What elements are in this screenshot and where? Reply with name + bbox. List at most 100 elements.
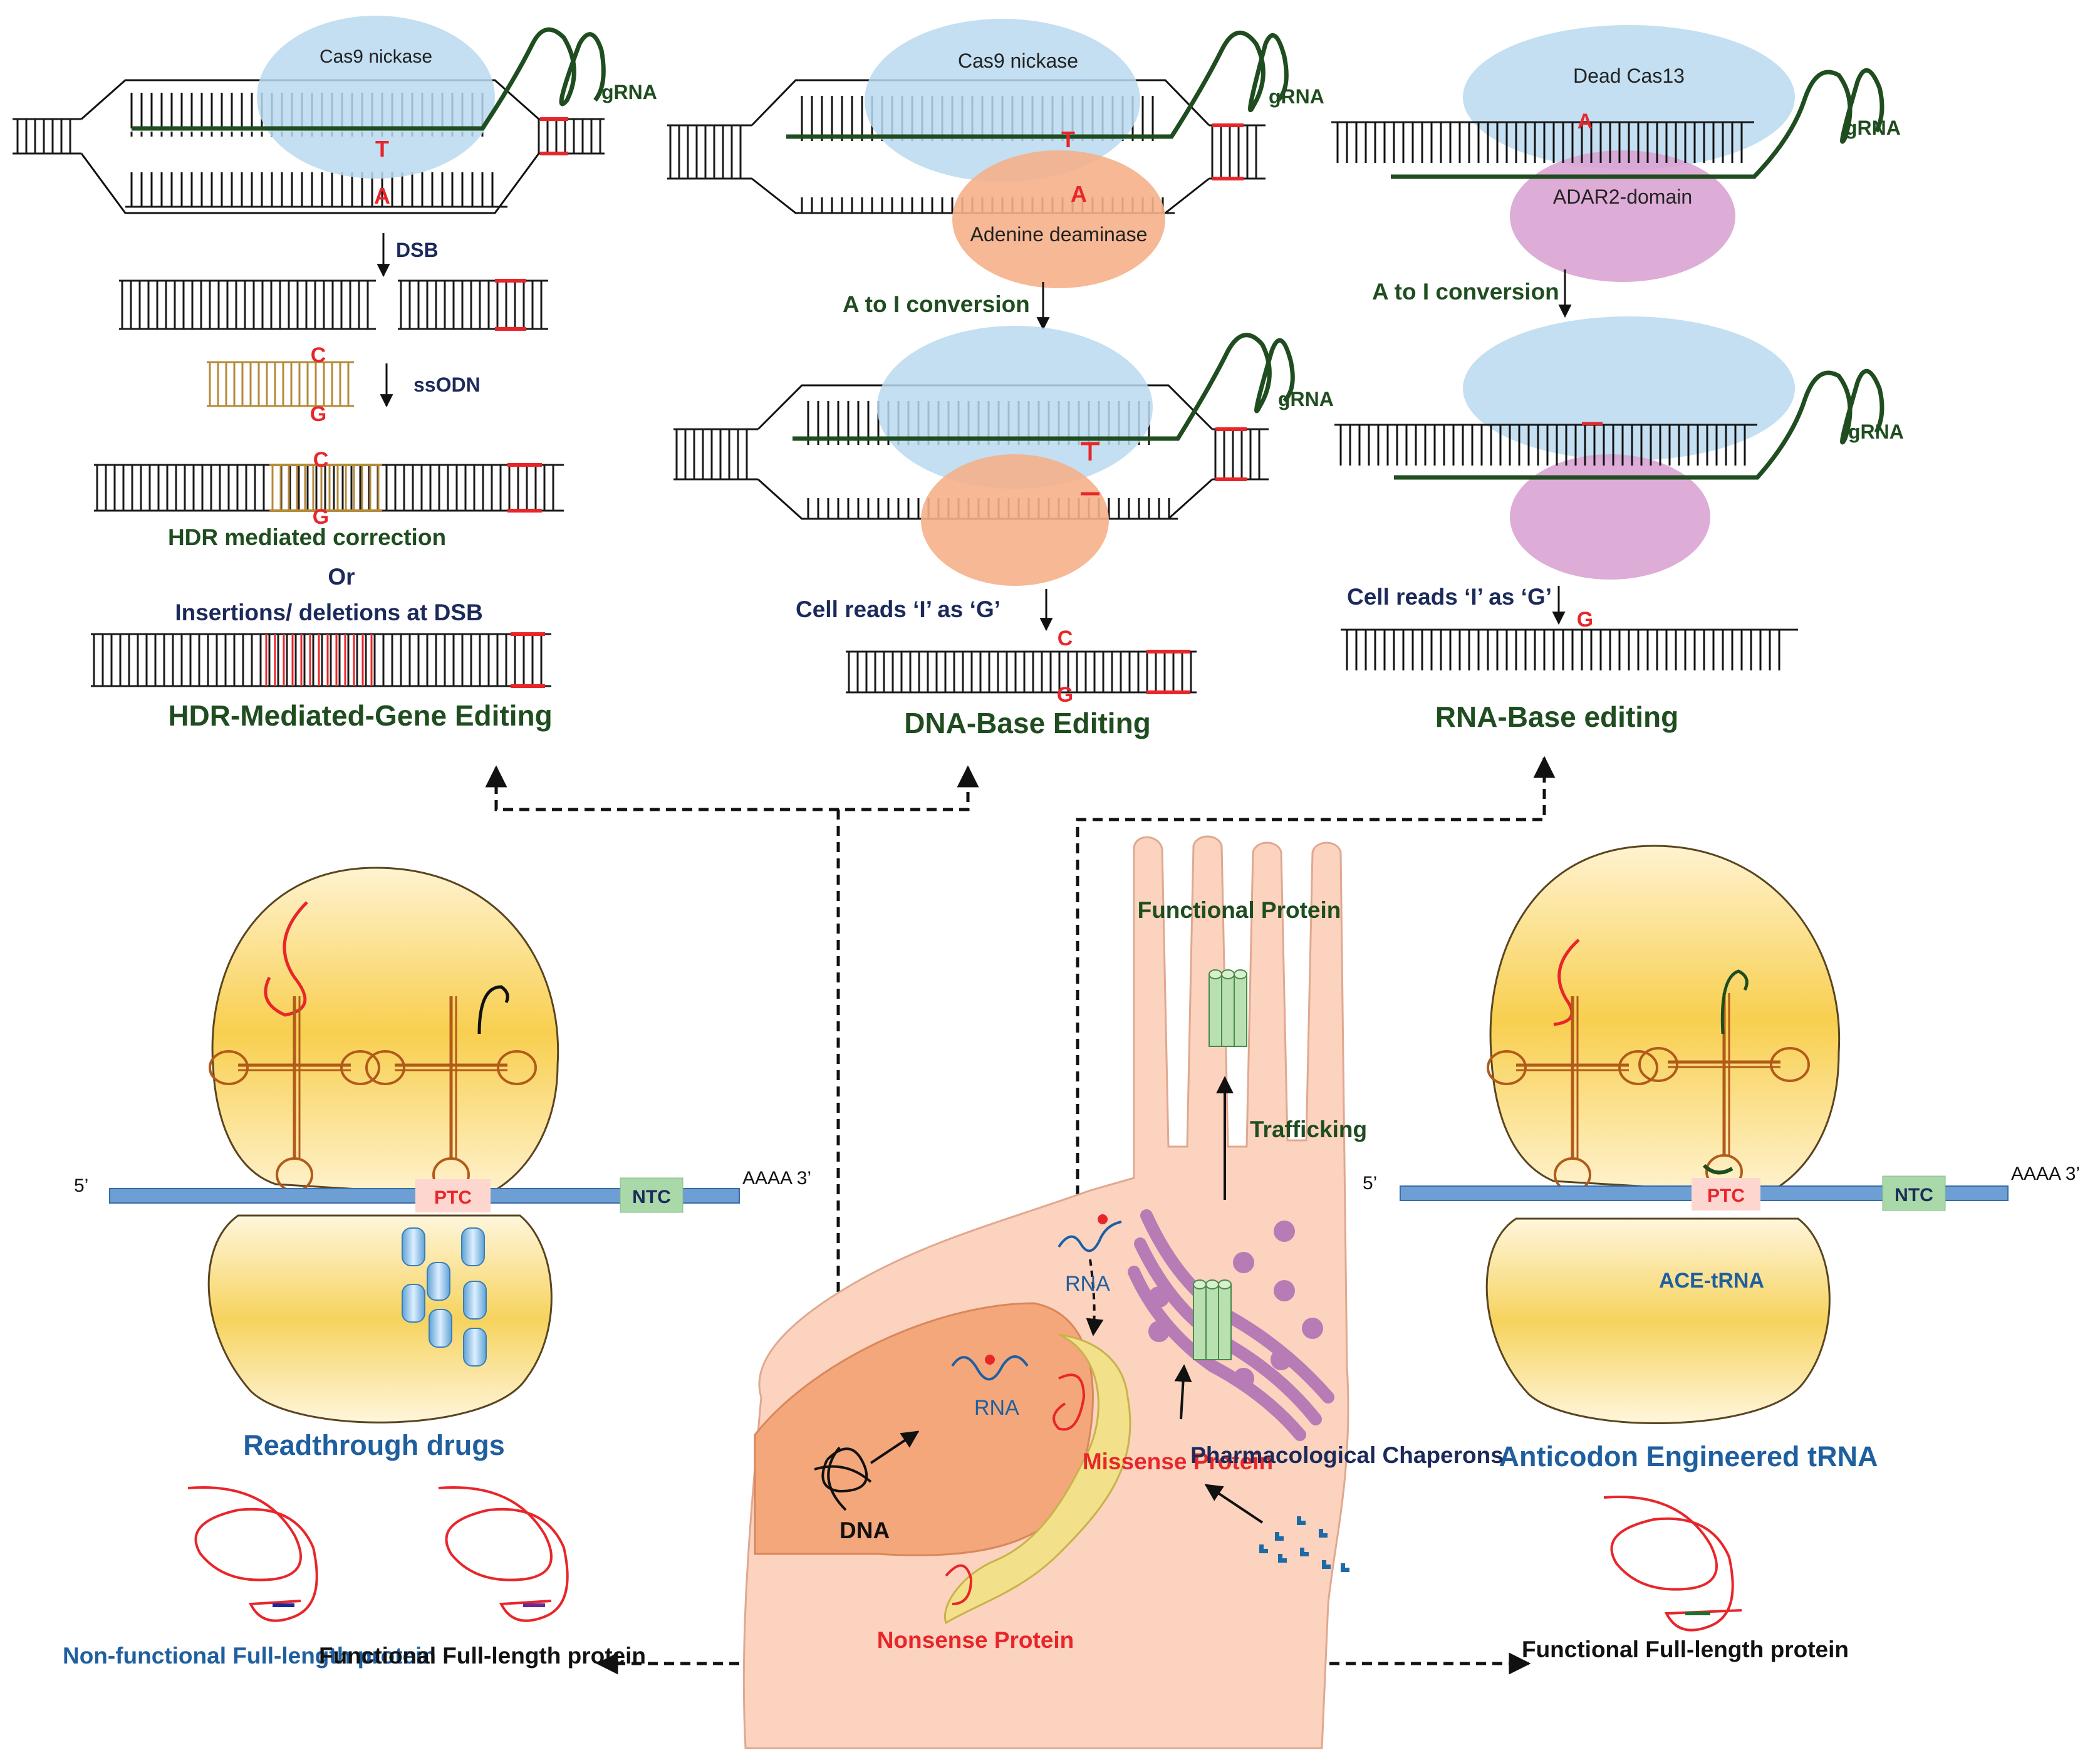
ntc-box [620,1177,684,1213]
dna-label: DNA [839,1518,890,1543]
ace-anticodon-hook [1702,1164,1734,1175]
ribosome-large-subunit [211,867,559,1198]
channel-cap [1205,1279,1219,1289]
adenine-deaminase-shape [952,150,1165,288]
ntc-box [1882,1175,1946,1211]
chaperon-molecule [1275,1532,1284,1541]
vesicle [1148,1286,1170,1308]
corrected-base-g: G [313,505,329,529]
grna-label-top: gRNA [1845,117,1901,139]
dead-cas13-shape [1463,25,1795,169]
ssodn-template [207,361,354,407]
chaperon-molecule [1300,1548,1309,1556]
channel-cap [1218,1279,1232,1289]
channel-subunit [1209,974,1222,1047]
channel-cap [1234,969,1247,979]
cell-reads-label: Cell reads ‘I’ as ‘G’ [1347,584,1552,610]
ntc-label: NTC [1895,1185,1933,1206]
grna-label-bottom: gRNA [1278,388,1334,410]
channel-subunit [1221,974,1235,1047]
adenine-deaminase-shape-bottom [921,454,1109,586]
vesicle [1274,1280,1295,1301]
chaperon-molecule [1297,1516,1306,1525]
drug-capsule [463,1281,487,1320]
connector-hdr-dna [485,765,979,811]
step-dsb-label: DSB [396,239,439,261]
ace-trna-tail [1720,969,1749,1034]
channel-subunit [1234,974,1247,1047]
channel-subunit [1205,1284,1219,1360]
trna-loop-left [1487,1050,1527,1085]
three-prime-label: AAAA 3’ [742,1168,811,1189]
anticodon-title: Anticodon Engineered tRNA [1499,1440,1878,1472]
chaperon-molecule [1341,1563,1349,1572]
vesicle [1148,1321,1170,1342]
protein-nonfunctional [187,1486,318,1622]
ssodn-base-c: C [311,343,326,367]
ptc-label: PTC [1707,1185,1745,1206]
adar2-label: ADAR2-domain [1553,185,1692,208]
five-prime-label: 5’ [74,1175,88,1196]
trafficking-label: Trafficking [1250,1117,1367,1142]
trna-tail [477,985,509,1034]
rna-strand-top [1331,121,1754,163]
right-ribosome: PTC NTC 5’ AAAA 3’ ACE-tRNA Anticodon En… [1363,845,2080,1662]
drug-capsule [402,1227,425,1266]
drug-capsule [427,1262,450,1301]
or-label: Or [328,564,355,590]
functional-protein-text: Functional Full-length protein [319,1643,646,1669]
nonsense-text: Nonsense Protein [877,1627,1074,1653]
drug-capsule [429,1309,452,1348]
drug-capsule [402,1284,425,1323]
missense-text: Missense Protein [1083,1449,1273,1474]
vesicle [1271,1349,1292,1370]
target-base-a: A [1071,181,1087,207]
hdr-correction-label: HDR mediated correction [168,524,446,550]
grna-strand-top [1391,68,1884,179]
dna-knot [814,1446,872,1511]
chaperons-text: Pharmacological Chaperons [1190,1442,1504,1468]
trna-loop-right [497,1050,537,1085]
ssodn-base-g: G [310,402,326,426]
channel-subunit [1193,1284,1207,1360]
readthrough-title: Readthrough drugs [243,1429,504,1461]
trna-loop-left [209,1050,249,1085]
left-ribosome: PTC NTC 5’ AAAA 3’ Readthrough drugs Non… [63,867,811,1669]
edited-base-g: G [1057,683,1073,707]
edited-base-g: G [1577,608,1593,632]
grna-strand [132,27,606,131]
trna-cloverleaf-1 [1487,996,1658,1192]
dsb-fragments [119,279,548,331]
nonfunctional-protein-label: Non-functional Full-length protein [63,1643,436,1669]
corrected-base-c: C [313,448,329,472]
functional-protein-label: Functional Protein [1138,897,1341,923]
rna-strand-bottom [1334,424,1757,466]
conversion-label: A to I conversion [1372,279,1559,305]
trna-cloverleaf-1 [209,996,380,1192]
grna-strand-bottom [793,333,1295,441]
edited-base-c: C [1058,627,1073,650]
chaperon-molecules [1259,1516,1349,1572]
grna-strand-top [786,30,1289,139]
channel-subunit [1218,1284,1232,1360]
grna-strand-bottom [1394,368,1884,480]
chaperon-molecule [1319,1529,1328,1538]
corrected-duplex [94,463,564,513]
functional-protein-text: Functional Full-length protein [1522,1637,1849,1662]
trna-loop-right [340,1050,380,1085]
ptc-box [1692,1178,1760,1211]
hdr-panel: Cas9 nickase gRNA T A DSB C G ssODN C G … [13,16,657,732]
drug-capsule [461,1227,485,1266]
endoplasmic-reticulum [944,1333,1131,1625]
cas9-nickase-shape-top [865,19,1140,182]
connector-rna [1076,756,1556,1228]
chaperon-molecule [1278,1554,1287,1563]
partner-base-t: T [1061,127,1075,152]
cell-body [742,835,1349,1749]
rna-cytoplasm-label: RNA [1065,1272,1110,1296]
dna-base-title: DNA-Base Editing [904,707,1151,739]
protein-functional [438,1486,569,1622]
trna-loop-right [1770,1047,1810,1082]
cas9-nickase-label: Cas9 nickase [958,49,1078,72]
conversion-label: A to I conversion [843,291,1030,317]
